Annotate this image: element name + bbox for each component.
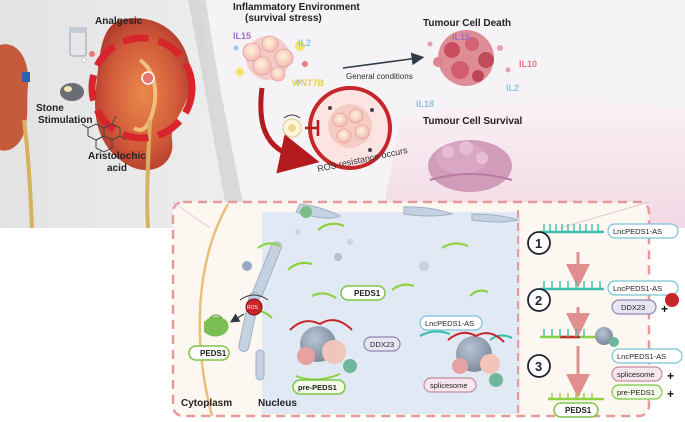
general-conditions-arrow <box>342 52 425 69</box>
result-peds1-label: PEDS1 <box>565 406 592 415</box>
stone-label-line1: Stone <box>36 103 64 114</box>
step-3-plus-1: + <box>667 369 674 383</box>
steps-column: 1 LncPEDS1-AS 2 LncPEDS1-AS DDX23 + <box>527 223 683 418</box>
cytokine-il10: IL10 <box>519 59 537 69</box>
cytoplasm-label: Cytoplasm <box>181 398 232 409</box>
spliceosome-complex-left-icon <box>289 319 357 381</box>
cytokine-il15-left: IL15 <box>233 31 251 41</box>
environment-section: Inflammatory Environment (survival stres… <box>233 2 537 192</box>
analgesic-label: Analgesic <box>95 16 143 27</box>
kidney-section: Analgesic Stone Stimulation Aristolochic… <box>0 16 196 229</box>
step-2-ddx23-protein-icon <box>665 293 679 307</box>
top-panel <box>0 0 685 228</box>
lncpeds1-label: LncPEDS1-AS <box>425 319 474 328</box>
step-3-number: 3 <box>535 359 542 374</box>
cell-membrane <box>198 203 230 417</box>
step-3-complex-icon <box>595 327 619 347</box>
aristolochic-label-line1: Aristolochic <box>88 151 146 162</box>
step-3-lnc-label: LncPEDS1-AS <box>617 352 666 361</box>
tumour-mass-icon <box>428 140 513 192</box>
step-2: 2 LncPEDS1-AS DDX23 + <box>527 280 679 337</box>
stone-label-line2: Stimulation <box>38 115 92 126</box>
step-2-plus: + <box>661 302 668 316</box>
step-3-plus-2: + <box>667 387 674 401</box>
cytokine-il2-right: IL2 <box>506 83 519 93</box>
step-3-pre-peds1-label: pre-PEDS1 <box>617 388 655 397</box>
ddx23-label: DDX23 <box>370 340 394 349</box>
step-3: 3 LncPEDS1-AS splicesome + pre-PEDS1 + <box>527 327 683 401</box>
step-3-spliceosome-label: splicesome <box>617 370 655 379</box>
pill-bottle-icon <box>69 27 95 63</box>
cytokine-il15-right: IL15 <box>452 32 470 42</box>
tumour-survival-label: Tumour Cell Survival <box>423 116 523 127</box>
ros-molecule-icon <box>229 294 269 323</box>
spliceosome-label: splicesome <box>430 381 468 390</box>
step-1-number: 1 <box>535 236 542 251</box>
cytokine-il2-left: IL2 <box>298 38 311 48</box>
environment-title-line2: (survival stress) <box>245 13 322 24</box>
spliceosome-complex-right-icon <box>447 331 505 387</box>
damage-ring-icon <box>88 34 196 142</box>
protein-blobs <box>242 206 429 271</box>
ureter-icon <box>145 119 152 229</box>
nucleus-label: Nucleus <box>258 398 297 409</box>
pre-peds1-label: pre-PEDS1 <box>298 383 337 392</box>
ros-resistance-ring-icon <box>308 86 392 170</box>
peds1-cyto-label: PEDS1 <box>200 349 227 358</box>
cytokine-wnt7b: WNT7B <box>292 78 324 88</box>
step-2-lnc-label: LncPEDS1-AS <box>613 284 662 293</box>
left-ureter-clip-icon <box>22 72 30 82</box>
step-2-ddx23-label: DDX23 <box>621 303 645 312</box>
tumour-death-label: Tumour Cell Death <box>423 18 511 29</box>
general-conditions-label: General conditions <box>346 72 413 81</box>
cytokine-il18: IL18 <box>416 99 434 109</box>
peds1-protein-cyto-icon <box>204 314 229 337</box>
aristolochic-structure-icon <box>81 115 127 153</box>
peds1-nucleus-label: PEDS1 <box>354 289 381 298</box>
tumour-cluster-right-icon <box>427 30 511 86</box>
aristolochic-label-line2: acid <box>107 163 127 174</box>
tumour-cluster-left-icon <box>233 35 308 85</box>
environment-title-line1: Inflammatory Environment <box>233 2 360 13</box>
step-1: 1 LncPEDS1-AS <box>527 223 679 288</box>
left-kidney-icon <box>0 44 29 151</box>
step-2-number: 2 <box>535 293 542 308</box>
stone-icon <box>60 83 84 101</box>
left-ureter-icon <box>22 119 34 229</box>
survival-arrow <box>258 87 320 174</box>
step-1-lnc-label: LncPEDS1-AS <box>613 227 662 236</box>
result-peds1: PEDS1 <box>548 393 604 418</box>
ros-label: ROS <box>247 305 259 311</box>
